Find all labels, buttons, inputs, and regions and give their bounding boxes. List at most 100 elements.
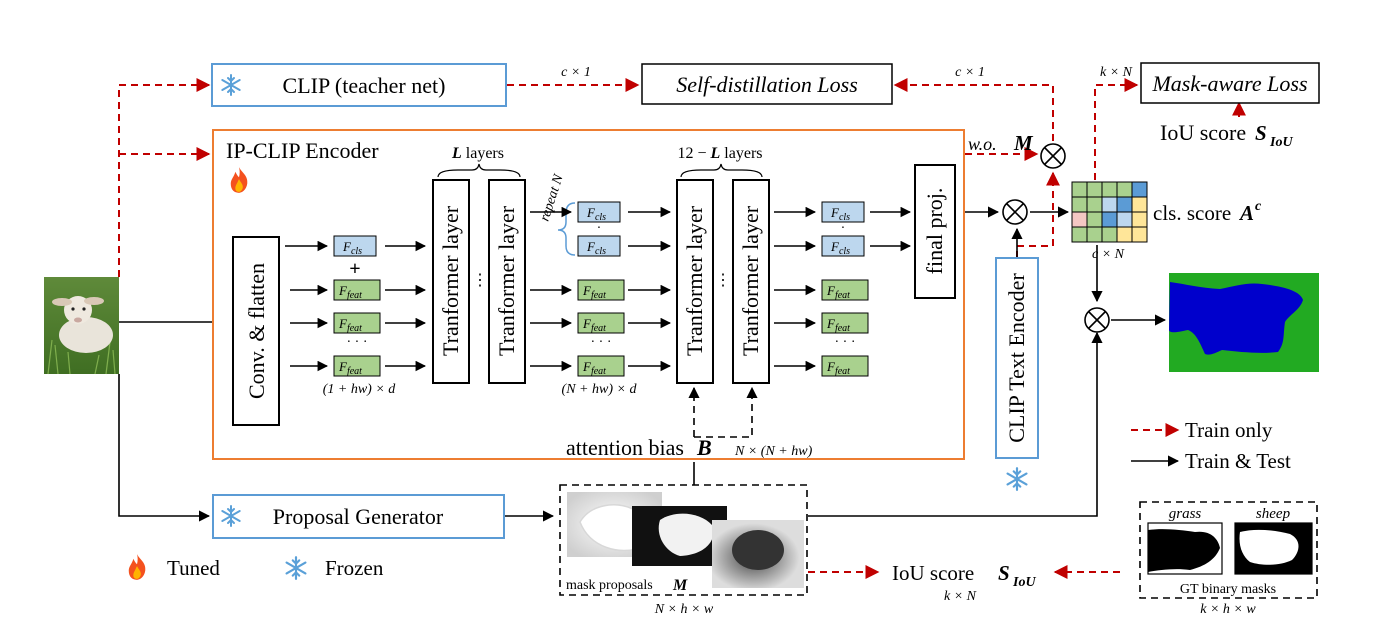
- cls-token: Fcls: [577, 201, 621, 223]
- svg-text:mask proposals: mask proposals: [566, 578, 653, 593]
- attention-bias-links: [688, 386, 758, 438]
- svg-text:Fcls: Fcls: [830, 205, 850, 223]
- svg-text:CLIP Text Encoder: CLIP Text Encoder: [1004, 273, 1029, 443]
- svg-text:Fcls: Fcls: [586, 205, 606, 223]
- conv-flatten-box: Conv. & flatten: [232, 236, 280, 426]
- svg-text:Ffeat: Ffeat: [338, 359, 362, 377]
- svg-text:12 − L layers: 12 − L layers: [677, 145, 762, 162]
- svg-text:Ffeat: Ffeat: [582, 316, 606, 334]
- mask-proposals: mask proposals M: [559, 484, 808, 596]
- cls-token: Fcls: [333, 235, 377, 257]
- ellipsis: · · ·: [347, 335, 368, 350]
- multiply-node-top: [1040, 143, 1066, 169]
- iou-score-top: IoU score S IoU: [1160, 120, 1293, 150]
- svg-text:IoU: IoU: [1012, 575, 1036, 590]
- svg-text:Tranformer layer: Tranformer layer: [438, 205, 463, 356]
- svg-text:·: ·: [597, 221, 602, 236]
- svg-text:S: S: [1255, 121, 1267, 145]
- svg-text:w.o.: w.o.: [968, 134, 997, 154]
- dims-1: (1 + hw) × d: [323, 382, 397, 397]
- svg-text:⋮: ⋮: [715, 272, 731, 289]
- wo-m-label: w.o. M: [968, 131, 1034, 155]
- svg-text:M: M: [672, 577, 688, 594]
- svg-text:Fcls: Fcls: [830, 239, 850, 257]
- svg-text:Tranformer layer: Tranformer layer: [494, 205, 519, 356]
- svg-text:N × (N + hw): N × (N + hw): [734, 444, 813, 459]
- clip-text-encoder-box: CLIP Text Encoder: [995, 257, 1039, 459]
- feat-token: Ffeat: [821, 279, 869, 301]
- feat-token: Ffeat: [577, 312, 625, 334]
- cls-token: Fcls: [821, 201, 865, 223]
- feat-token: Ffeat: [333, 312, 381, 334]
- cls-score-grid: [1071, 181, 1148, 243]
- svg-text:Frozen: Frozen: [325, 556, 384, 580]
- label-n-x-h-x-w: N × h × w: [654, 602, 714, 617]
- cls-token: Fcls: [821, 235, 865, 257]
- svg-text:· · ·: · · ·: [835, 335, 856, 350]
- feat-token: Ffeat: [333, 355, 381, 377]
- feat-token: Ffeat: [577, 279, 625, 301]
- svg-text:GT binary masks: GT binary masks: [1180, 582, 1276, 597]
- svg-text:final proj.: final proj.: [922, 188, 947, 275]
- svg-text:M: M: [1013, 131, 1034, 155]
- svg-text:Ffeat: Ffeat: [338, 316, 362, 334]
- iou-score-bottom: IoU score S IoU: [892, 561, 1036, 590]
- svg-text:·: ·: [841, 221, 846, 236]
- feat-token: Ffeat: [333, 279, 381, 301]
- svg-text:Ffeat: Ffeat: [826, 283, 850, 301]
- svg-text:attention bias: attention bias: [566, 435, 684, 460]
- dims-2: (N + hw) × d: [562, 382, 638, 397]
- svg-text:IoU score: IoU score: [892, 561, 974, 585]
- svg-text:S: S: [998, 561, 1010, 585]
- final-proj-box: final proj.: [914, 164, 956, 299]
- svg-text:sheep: sheep: [1256, 506, 1291, 522]
- l-layers-brace: L layers: [437, 145, 521, 178]
- legend-frozen: Frozen: [285, 556, 384, 580]
- svg-text:· · ·: · · ·: [591, 335, 612, 350]
- label-c-x-1-left: c × 1: [561, 65, 591, 80]
- svg-text:IoU score: IoU score: [1160, 120, 1246, 145]
- svg-text:IoU: IoU: [1269, 135, 1293, 150]
- legend-train-test: Train & Test: [1131, 449, 1291, 473]
- transformer-layer-3: Tranformer layer: [676, 179, 714, 384]
- snowflake-icon: [285, 556, 307, 580]
- attention-bias-label: attention bias B N × (N + hw): [566, 435, 813, 460]
- feat-token: Ffeat: [821, 355, 869, 377]
- self-distillation-loss-box: Self-distillation Loss: [641, 63, 893, 105]
- label-c-x-1-right: c × 1: [955, 65, 985, 80]
- svg-text:grass: grass: [1169, 506, 1202, 522]
- tokens-column-2: Fcls · Fcls Ffeat Ffeat · · · Ffeat (N +…: [562, 201, 638, 397]
- label-k-x-N-top: k × N: [1100, 65, 1133, 80]
- svg-text:Ffeat: Ffeat: [826, 316, 850, 334]
- twelve-minus-l-brace: 12 − L layers: [677, 145, 763, 178]
- proposal-generator-box: Proposal Generator: [212, 494, 505, 539]
- svg-text:Self-distillation Loss: Self-distillation Loss: [676, 72, 858, 97]
- svg-text:L layers: L layers: [451, 145, 504, 162]
- multiply-node-mid: [1002, 199, 1028, 225]
- feat-token: Ffeat: [577, 355, 625, 377]
- svg-text:cls. score: cls. score: [1153, 201, 1231, 225]
- vertical-ellipsis: ⋮: [472, 272, 488, 289]
- transformer-layer-4: Tranformer layer: [732, 179, 770, 384]
- transformer-layer-1: Tranformer layer: [432, 179, 470, 384]
- legend-train-only: Train only: [1131, 418, 1273, 442]
- svg-text:B: B: [696, 435, 712, 460]
- svg-text:Train only: Train only: [1185, 418, 1273, 442]
- snowflake-icon: [1006, 467, 1028, 491]
- svg-text:Ffeat: Ffeat: [582, 359, 606, 377]
- svg-text:Ffeat: Ffeat: [582, 283, 606, 301]
- svg-text:Ffeat: Ffeat: [826, 359, 850, 377]
- gt-binary-masks: grass sheep GT binary masks: [1139, 501, 1318, 599]
- label-k-x-N-bottom: k × N: [944, 589, 977, 604]
- svg-text:Ffeat: Ffeat: [338, 283, 362, 301]
- legend-tuned: Tuned: [128, 554, 220, 580]
- svg-text:CLIP (teacher net): CLIP (teacher net): [283, 73, 446, 98]
- svg-text:Fcls: Fcls: [342, 239, 362, 257]
- svg-text:Proposal Generator: Proposal Generator: [273, 504, 444, 529]
- label-k-x-h-x-w: k × h × w: [1200, 602, 1256, 617]
- svg-text:Tranformer layer: Tranformer layer: [682, 205, 707, 356]
- svg-text:Fcls: Fcls: [586, 239, 606, 257]
- fire-icon: [128, 554, 146, 580]
- svg-text:Mask-aware Loss: Mask-aware Loss: [1151, 71, 1307, 96]
